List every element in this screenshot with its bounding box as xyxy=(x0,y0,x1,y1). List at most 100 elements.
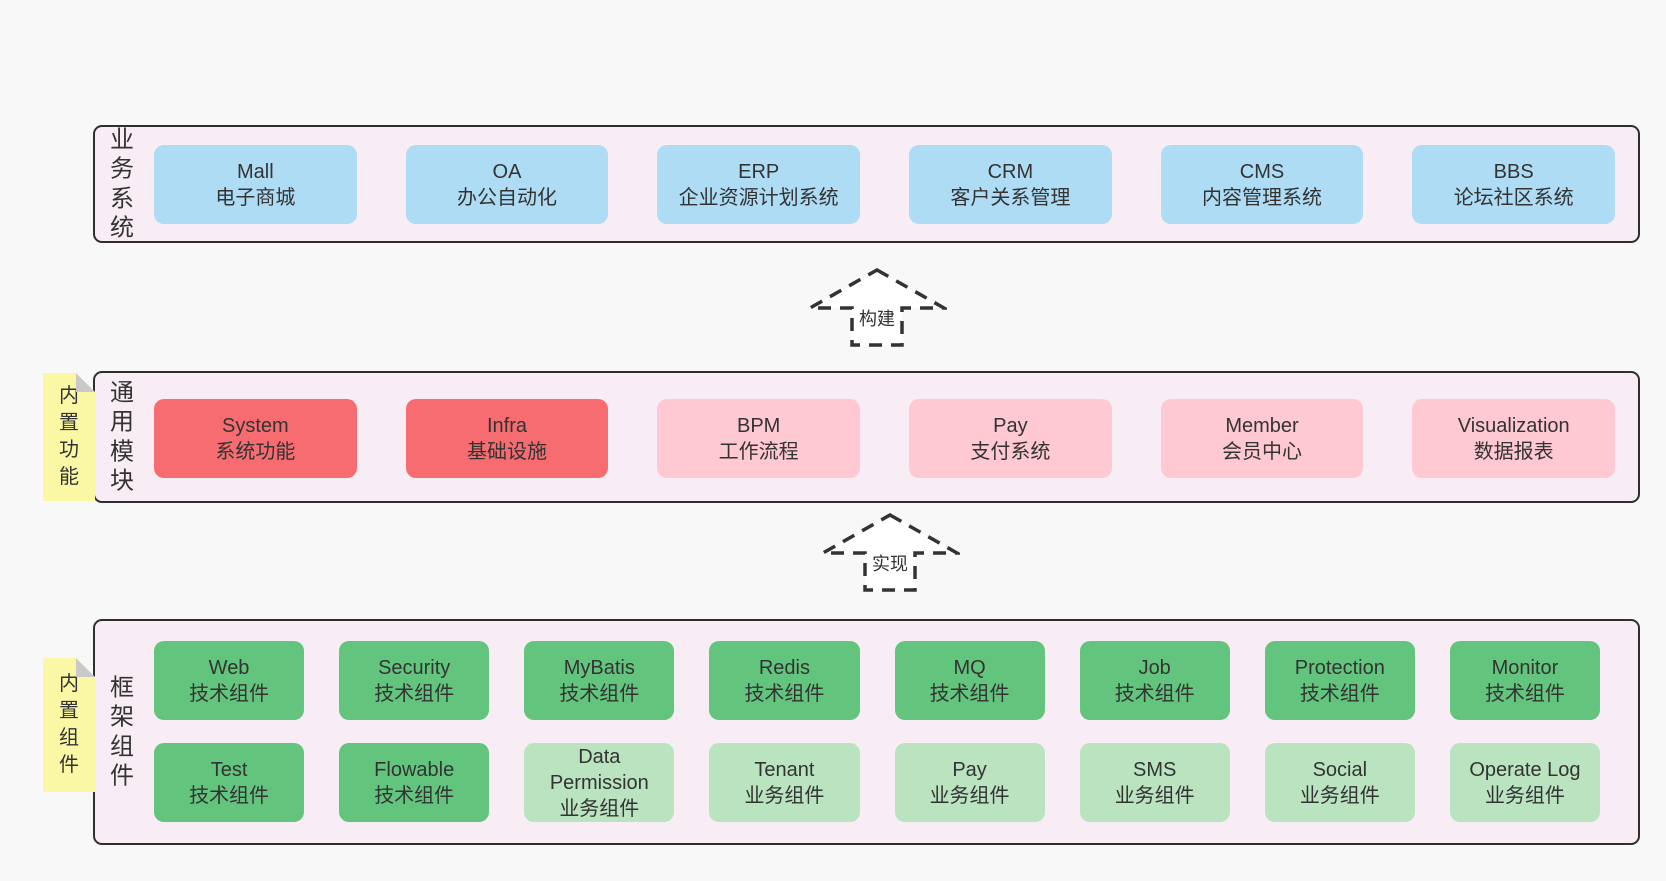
box-system: System 系统功能 xyxy=(154,399,357,478)
box-subtitle: 工作流程 xyxy=(718,440,799,463)
box-title: Tenant xyxy=(754,758,815,781)
box-subtitle: 技术组件 xyxy=(559,682,640,705)
box-title: Pay xyxy=(952,758,987,781)
box-test: Test 技术组件 xyxy=(154,743,305,822)
box-crm: CRM 客户关系管理 xyxy=(909,145,1112,224)
box-subtitle: 业务组件 xyxy=(1114,784,1195,807)
box-title: Web xyxy=(208,656,250,679)
build-arrow: 构建 xyxy=(807,266,947,348)
components-box-row-2: Test 技术组件 Flowable 技术组件 Data Permission … xyxy=(154,743,1600,822)
box-subtitle: 业务组件 xyxy=(1299,784,1380,807)
box-title: Operate Log xyxy=(1469,758,1581,781)
box-subtitle: 业务组件 xyxy=(1484,784,1565,807)
box-title: Social xyxy=(1312,758,1368,781)
box-title: BPM xyxy=(737,414,781,437)
box-subtitle: 技术组件 xyxy=(1114,682,1195,705)
box-protection: Protection 技术组件 xyxy=(1264,641,1415,720)
box-title: Infra xyxy=(486,414,528,437)
box-bbs: BBS 论坛社区系统 xyxy=(1412,145,1616,224)
box-subtitle: 业务组件 xyxy=(744,784,825,807)
box-social: Social 业务组件 xyxy=(1264,743,1415,822)
box-bpm: BPM 工作流程 xyxy=(657,399,861,478)
layer-common-modules: 内置功能 通用模块 System 系统功能 Infra 基础设施 BPM 工作流… xyxy=(93,371,1640,503)
components-box-row-1: Web 技术组件 Security 技术组件 MyBatis 技术组件 Redi… xyxy=(154,641,1600,720)
layer-modules-label: 通用模块 xyxy=(110,379,134,495)
note-fold-corner xyxy=(76,658,95,677)
box-title: Visualization xyxy=(1457,414,1570,437)
box-title: SMS xyxy=(1133,758,1177,781)
layer-framework-components: 内置组件 框架组件 Web 技术组件 Security 技术组件 MyBatis… xyxy=(93,619,1640,845)
box-title: Pay xyxy=(993,414,1028,437)
arrow-label-implement: 实现 xyxy=(867,549,913,577)
box-subtitle: 办公自动化 xyxy=(457,186,557,209)
box-subtitle: 技术组件 xyxy=(374,784,455,807)
box-subtitle: 企业资源计划系统 xyxy=(678,186,839,209)
layer-components-label: 框架组件 xyxy=(110,674,134,790)
box-subtitle: 技术组件 xyxy=(189,682,270,705)
note-built-in-components: 内置组件 xyxy=(43,658,95,792)
note-text: 内置组件 xyxy=(59,673,79,776)
box-title: Flowable xyxy=(374,758,455,781)
note-fold-corner xyxy=(76,373,95,392)
box-subtitle: 内容管理系统 xyxy=(1202,186,1323,209)
box-member: Member 会员中心 xyxy=(1160,399,1364,478)
note-built-in-features: 内置功能 xyxy=(43,373,95,501)
box-subtitle: 技术组件 xyxy=(1484,682,1565,705)
box-flowable: Flowable 技术组件 xyxy=(339,743,490,822)
box-web: Web 技术组件 xyxy=(154,641,305,720)
box-mall: Mall 电子商城 xyxy=(154,145,357,224)
box-title: MyBatis xyxy=(563,656,635,679)
note-text: 内置功能 xyxy=(59,385,79,488)
box-subtitle: 基础设施 xyxy=(467,440,547,463)
box-mq: MQ 技术组件 xyxy=(894,641,1045,720)
box-pay-business: Pay 业务组件 xyxy=(894,743,1045,822)
box-erp: ERP 企业资源计划系统 xyxy=(657,145,861,224)
box-mybatis: MyBatis 技术组件 xyxy=(524,641,675,720)
box-subtitle: 技术组件 xyxy=(1299,682,1380,705)
box-sms: SMS 业务组件 xyxy=(1079,743,1230,822)
box-subtitle: 论坛社区系统 xyxy=(1453,186,1574,209)
box-title: Security xyxy=(378,656,451,679)
box-security: Security 技术组件 xyxy=(339,641,490,720)
box-title: MQ xyxy=(953,656,986,679)
box-subtitle: 电子商城 xyxy=(215,186,296,209)
box-subtitle: 技术组件 xyxy=(189,784,270,807)
box-title: Data Permission xyxy=(549,745,649,794)
box-subtitle: 会员中心 xyxy=(1222,440,1303,463)
layer-business-label: 业务系统 xyxy=(110,126,134,242)
box-subtitle: 系统功能 xyxy=(215,440,296,463)
box-title: ERP xyxy=(738,160,780,183)
implement-arrow: 实现 xyxy=(820,511,960,593)
box-infra: Infra 基础设施 xyxy=(405,399,609,478)
box-oa: OA 办公自动化 xyxy=(405,145,609,224)
box-title: Job xyxy=(1138,656,1171,679)
box-title: Test xyxy=(210,758,248,781)
box-tenant: Tenant 业务组件 xyxy=(709,743,860,822)
box-title: CRM xyxy=(987,160,1034,183)
box-subtitle: 数据报表 xyxy=(1473,440,1554,463)
box-cms: CMS 内容管理系统 xyxy=(1160,145,1364,224)
modules-box-row: System 系统功能 Infra 基础设施 BPM 工作流程 Pay 支付系统… xyxy=(154,399,1616,478)
box-subtitle: 支付系统 xyxy=(970,440,1051,463)
box-title: Monitor xyxy=(1491,656,1559,679)
box-subtitle: 业务组件 xyxy=(559,797,640,820)
box-title: CMS xyxy=(1239,160,1285,183)
arrow-label-build: 构建 xyxy=(854,304,900,332)
box-title: OA xyxy=(492,160,522,183)
box-subtitle: 业务组件 xyxy=(929,784,1010,807)
box-title: Redis xyxy=(758,656,810,679)
box-title: Member xyxy=(1225,414,1299,437)
box-subtitle: 技术组件 xyxy=(929,682,1010,705)
business-box-row: Mall 电子商城 OA 办公自动化 ERP 企业资源计划系统 CRM 客户关系… xyxy=(154,145,1616,224)
box-redis: Redis 技术组件 xyxy=(709,641,860,720)
layer-business-systems: 业务系统 Mall 电子商城 OA 办公自动化 ERP 企业资源计划系统 CRM… xyxy=(93,125,1640,243)
box-operate-log: Operate Log 业务组件 xyxy=(1449,743,1600,822)
box-title: Mall xyxy=(237,160,274,183)
box-monitor: Monitor 技术组件 xyxy=(1449,641,1600,720)
box-subtitle: 客户关系管理 xyxy=(950,186,1071,209)
box-pay: Pay 支付系统 xyxy=(909,399,1112,478)
box-job: Job 技术组件 xyxy=(1079,641,1230,720)
box-data-permission: Data Permission 业务组件 xyxy=(524,743,675,822)
box-visualization: Visualization 数据报表 xyxy=(1412,399,1616,478)
